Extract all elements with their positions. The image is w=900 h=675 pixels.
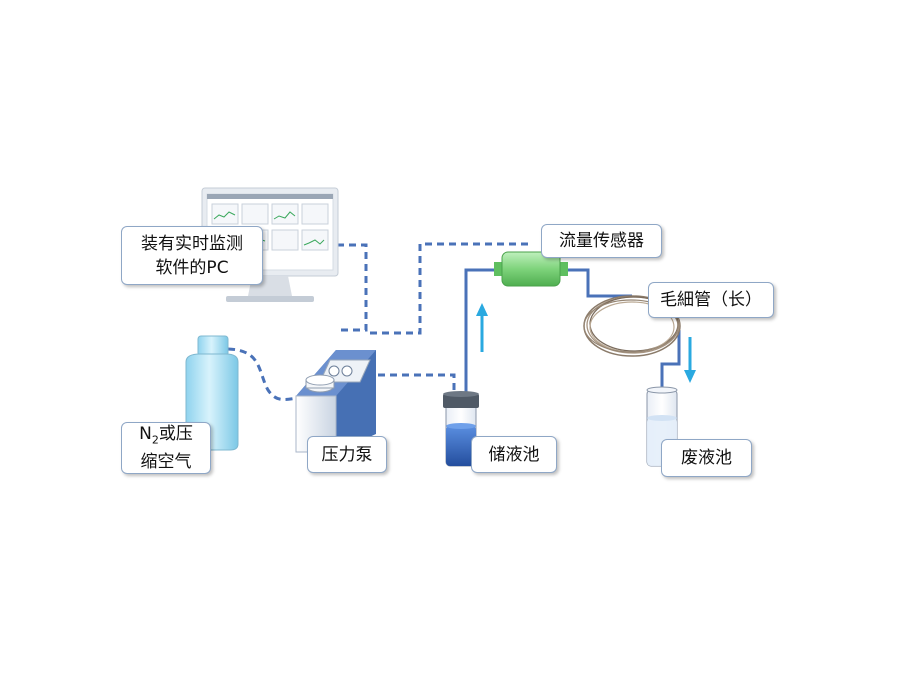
pressure-pump — [295, 350, 376, 453]
signal-lines — [227, 242, 528, 402]
pc-to-pump-line — [337, 243, 368, 332]
pc-label-line1: 装有实时监测 — [141, 233, 243, 254]
gas-to-pump-line — [227, 347, 299, 402]
flow-sensor-label: 流量传感器 — [541, 224, 662, 258]
pump-to-reservoir-line — [378, 373, 456, 395]
reservoir-label: 储液池 — [471, 436, 557, 473]
flow-arrow-up — [476, 303, 488, 352]
waste-label: 废液池 — [661, 439, 752, 477]
flow-arrow-down — [684, 337, 696, 383]
sensor-to-capillary-tube — [566, 268, 632, 298]
reservoir-vial — [443, 391, 479, 467]
tubing — [464, 268, 681, 445]
capillary-to-waste-tube — [660, 330, 681, 398]
pump-label: 压力泵 — [307, 436, 387, 473]
sensor-to-pump-line — [366, 242, 528, 335]
capillary-label: 毛細管（长） — [648, 282, 774, 318]
gas-label: N2或压 缩空气 — [121, 422, 211, 474]
gas-label-line1: N2或压 — [139, 423, 193, 447]
pc-label: 装有实时监测 软件的PC — [121, 226, 263, 285]
flow-sensor — [494, 251, 568, 287]
capillary-coil — [583, 295, 681, 357]
gas-label-line2: 缩空气 — [140, 452, 192, 473]
pc-label-line2: 软件的PC — [155, 257, 229, 278]
reservoir-to-sensor-tube — [464, 268, 498, 445]
